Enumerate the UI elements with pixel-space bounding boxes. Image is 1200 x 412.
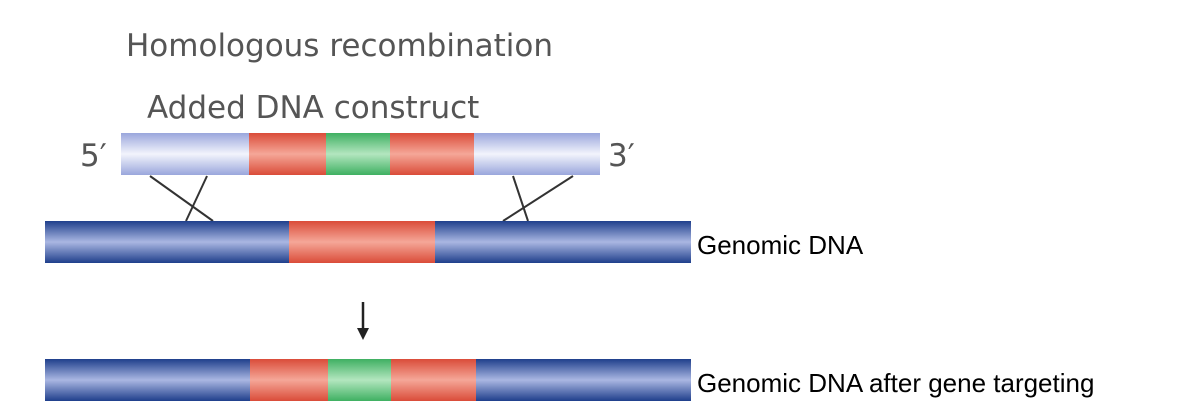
- crossover-lines: [149, 175, 574, 222]
- targeted-right-segment: [476, 359, 691, 401]
- crossover-right-a: [512, 175, 529, 222]
- construct-right-homology-arm: [474, 133, 600, 175]
- added-dna-construct: [121, 133, 600, 175]
- diagram-title: Homologous recombination: [126, 28, 553, 64]
- construct-left-gene-segment: [249, 133, 326, 175]
- targeted-left-gene-segment: [250, 359, 328, 401]
- targeted-genomic-dna: [45, 359, 691, 401]
- three-prime-label: 3′: [608, 138, 635, 174]
- genomic-dna-label: Genomic DNA: [697, 230, 864, 260]
- genomic-right-segment: [435, 221, 691, 263]
- genomic-gene-segment: [289, 221, 435, 263]
- down-arrow-icon: [357, 302, 369, 340]
- targeted-left-segment: [45, 359, 250, 401]
- crossover-left-a: [149, 175, 214, 222]
- five-prime-label: 5′: [80, 138, 107, 174]
- construct-inserted-segment: [326, 133, 390, 175]
- construct-label: Added DNA construct: [147, 90, 479, 126]
- crossover-right-b: [502, 175, 574, 222]
- construct-left-homology-arm: [121, 133, 249, 175]
- targeted-right-gene-segment: [391, 359, 476, 401]
- genomic-dna: [45, 221, 691, 263]
- targeted-dna-label: Genomic DNA after gene targeting: [697, 368, 1094, 398]
- genomic-left-segment: [45, 221, 289, 263]
- crossover-left-b: [185, 175, 208, 222]
- construct-right-gene-segment: [390, 133, 474, 175]
- targeted-inserted-segment: [328, 359, 391, 401]
